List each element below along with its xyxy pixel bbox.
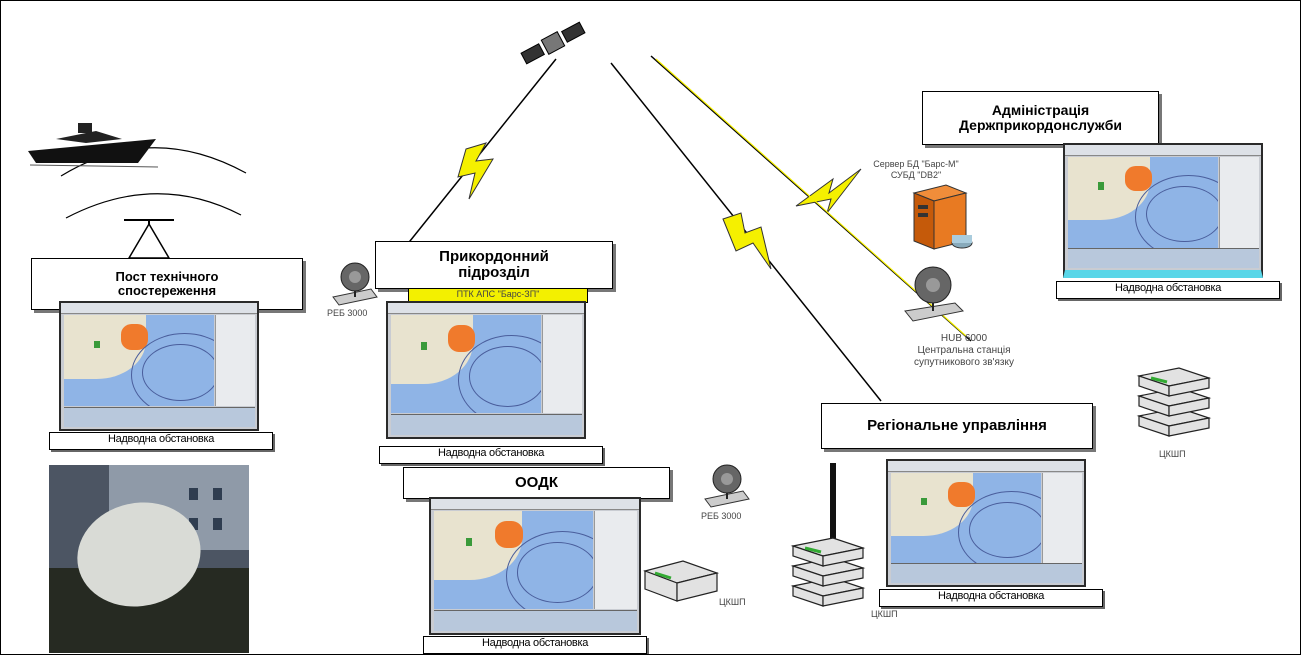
label-border-unit: Прикордонний підрозділ xyxy=(375,241,613,289)
hub-label-line1: HUB 6000 xyxy=(940,333,988,344)
antenna-icon xyxy=(124,219,174,259)
label-regional-text: Регіональне управління xyxy=(867,416,1047,434)
terminal-label-2: РЕБ 3000 xyxy=(701,511,742,521)
link-hub-yellow xyxy=(655,58,967,337)
router-label-1: ЦКШП xyxy=(1159,449,1186,459)
terminal-dish-icon xyxy=(332,262,378,306)
wave-arc-2 xyxy=(65,193,242,219)
router-icon-2 xyxy=(643,560,720,602)
monitor-border-unit xyxy=(386,301,586,439)
hub-label: HUB 6000 Центральна станція супутниковог… xyxy=(889,333,1039,369)
router-label-3: ЦКШП xyxy=(871,609,898,619)
monitor-regional xyxy=(886,459,1086,587)
hub-label-line2: Центральна станція xyxy=(917,345,1011,356)
ship-icon xyxy=(28,123,159,168)
tower-icon xyxy=(830,463,836,553)
lightning-regional xyxy=(722,212,772,270)
lightning-border-unit xyxy=(457,142,494,200)
lightning-hub xyxy=(795,168,862,214)
label-admin: Адміністрація Держприкордонслужби xyxy=(922,91,1159,145)
terminal-label-1: РЕБ 3000 xyxy=(327,308,368,318)
caption-oodk: Надводна обстановка xyxy=(423,636,647,654)
terminal-dish-icon-2 xyxy=(704,464,750,508)
label-oodk-text: ООДК xyxy=(515,473,558,491)
server-icon xyxy=(912,184,973,250)
dish-photo xyxy=(49,465,249,653)
monitor-post xyxy=(59,301,259,431)
monitor-admin xyxy=(1063,143,1263,278)
label-oodk: ООДК xyxy=(403,467,670,499)
wave-arc-1 xyxy=(60,147,247,177)
monitor-oodk xyxy=(429,497,641,635)
software-bar-text: ПТК АПС "Барс-ЗП" xyxy=(456,289,540,299)
label-post-text: Пост технічного спостереження xyxy=(115,268,219,298)
caption-admin: Надводна обстановка xyxy=(1056,281,1280,299)
label-border-unit-text: Прикордонний підрозділ xyxy=(439,247,549,281)
satellite-icon xyxy=(520,21,586,65)
link-satellite-regional xyxy=(610,62,882,402)
caption-post: Надводна обстановка xyxy=(49,432,273,450)
router-icon-1 xyxy=(1136,367,1212,437)
caption-border-unit: Надводна обстановка xyxy=(379,446,603,464)
server-label: Сервер БД "Барс-М" СУБД "DB2" xyxy=(873,159,959,180)
hub-dish-icon xyxy=(904,266,965,322)
caption-regional: Надводна обстановка xyxy=(879,589,1103,607)
router-icon-3 xyxy=(790,537,866,607)
hub-label-line3: супутникового зв'язку xyxy=(914,357,1014,368)
router-label-2: ЦКШП xyxy=(719,597,746,607)
label-regional: Регіональне управління xyxy=(821,403,1093,449)
label-admin-text: Адміністрація Держприкордонслужби xyxy=(959,101,1122,133)
